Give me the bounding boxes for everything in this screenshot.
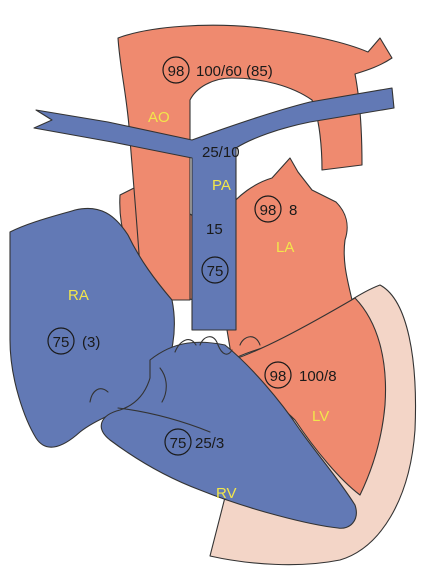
saturation-ra: 75: [53, 334, 70, 351]
label-pa: PA: [212, 177, 231, 194]
saturation-pa: 75: [207, 263, 224, 280]
pressure-pa: 25/10: [202, 144, 240, 161]
pressure-lv: 100/8: [299, 368, 337, 385]
label-ao: AO: [148, 109, 170, 126]
label-ra: RA: [68, 287, 89, 304]
pressure-ao: 100/60 (85): [196, 63, 273, 80]
pressure-ra: (3): [82, 334, 100, 351]
label-lv: LV: [312, 408, 329, 425]
pressure-pa-mean: 15: [206, 221, 223, 238]
pressure-rv: 25/3: [195, 435, 224, 452]
label-la: LA: [276, 239, 294, 256]
saturation-la: 98: [260, 202, 277, 219]
saturation-lv: 98: [270, 368, 287, 385]
pressure-la: 8: [289, 202, 297, 219]
label-rv: RV: [216, 485, 237, 502]
saturation-ao: 98: [168, 63, 185, 80]
saturation-rv: 75: [170, 435, 187, 452]
